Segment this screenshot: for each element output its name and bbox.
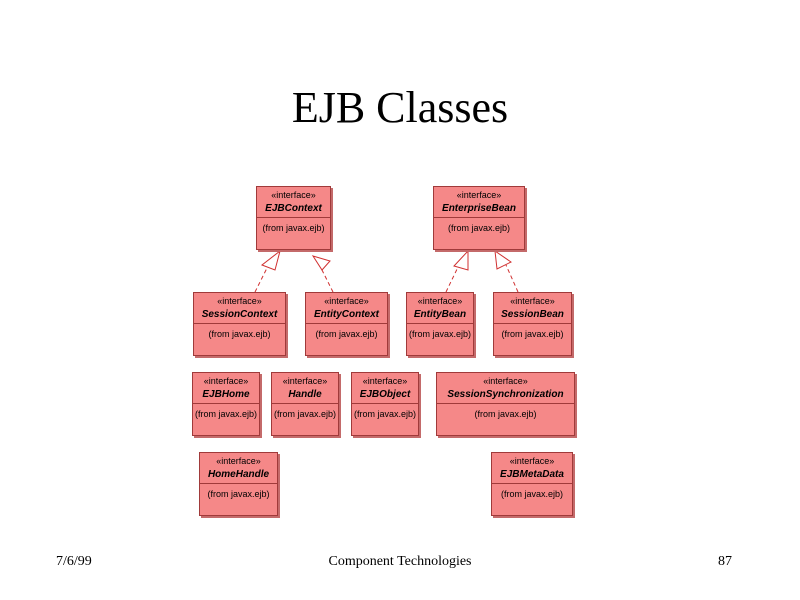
class-stereotype: «interface» [217, 296, 262, 306]
class-stereotype: «interface» [456, 190, 502, 200]
class-name: SessionBean [501, 309, 564, 320]
class-name: SessionContext [201, 309, 278, 320]
class-name: EntityBean [413, 309, 467, 320]
class-package: (from javax.ejb) [408, 329, 471, 339]
class-name: SessionSynchronization [447, 389, 564, 400]
class-package: (from javax.ejb) [447, 223, 510, 233]
class-name: EntityContext [314, 309, 379, 320]
class-box-entitybean: «interface» EntityBean (from javax.ejb) [406, 292, 474, 356]
class-stereotype: «interface» [203, 376, 249, 386]
class-package: (from javax.ejb) [315, 329, 378, 339]
footer-page-number: 87 [718, 554, 732, 569]
class-name: EJBObject [359, 389, 411, 400]
class-stereotype: «interface» [509, 456, 555, 466]
class-box-ejbhome: «interface» EJBHome (from javax.ejb) [192, 372, 260, 436]
class-package: (from javax.ejb) [500, 489, 563, 499]
realization-line-sessionbean [505, 264, 519, 293]
class-box-ejbmetadata: «interface» EJBMetaData (from javax.ejb) [491, 452, 573, 516]
class-stereotype: «interface» [362, 376, 408, 386]
class-box-entitycontext: «interface» EntityContext (from javax.ejb… [305, 292, 388, 356]
class-stereotype: «interface» [216, 456, 261, 466]
class-name: Handle [288, 389, 322, 400]
class-name: EJBHome [202, 389, 250, 400]
class-stereotype: «interface» [417, 296, 463, 306]
class-stereotype: «interface» [282, 376, 328, 386]
class-package: (from javax.ejb) [501, 329, 564, 339]
class-stereotype: «interface» [483, 376, 528, 386]
realization-line-entitycontext [318, 263, 334, 293]
class-box-sessionsynchronization: «interface» SessionSynchronization (from … [436, 372, 575, 436]
class-package: (from javax.ejb) [474, 409, 537, 419]
realization-arrowhead [311, 255, 331, 271]
class-box-handle: «interface» Handle (from javax.ejb) [271, 372, 339, 436]
class-stereotype: «interface» [271, 190, 316, 200]
class-package: (from javax.ejb) [208, 329, 271, 339]
class-package: (from javax.ejb) [207, 489, 270, 499]
class-box-ejbcontext: «interface» EJBContext (from javax.ejb) [256, 186, 331, 250]
footer-course-title: Component Technologies [328, 554, 472, 569]
class-package: (from javax.ejb) [273, 409, 336, 419]
class-package: (from javax.ejb) [194, 409, 257, 419]
realization-line-entitybean [445, 264, 460, 293]
slide-title: EJB Classes [291, 83, 509, 132]
realization-line-sessioncontext [254, 261, 271, 293]
realization-arrowhead [453, 249, 469, 271]
class-name: HomeHandle [207, 469, 270, 480]
class-name: EnterpriseBean [442, 203, 516, 214]
class-package: (from javax.ejb) [353, 409, 416, 419]
class-box-enterprisebean: «interface» EnterpriseBean (from javax.ej… [433, 186, 525, 250]
class-package: (from javax.ejb) [262, 223, 325, 233]
realization-arrowhead [494, 249, 512, 270]
class-stereotype: «interface» [324, 296, 369, 306]
realization-arrowhead [260, 249, 281, 271]
class-name: EJBMetaData [500, 469, 564, 480]
class-box-ejbobject: «interface» EJBObject (from javax.ejb) [351, 372, 419, 436]
class-stereotype: «interface» [510, 296, 555, 306]
class-box-homehandle: «interface» HomeHandle (from javax.ejb) [199, 452, 278, 516]
class-box-sessioncontext: «interface» SessionContext (from javax.ej… [193, 292, 286, 356]
class-name: EJBContext [265, 203, 322, 214]
footer-date: 7/6/99 [56, 554, 92, 569]
class-box-sessionbean: «interface» SessionBean (from javax.ejb) [493, 292, 572, 356]
